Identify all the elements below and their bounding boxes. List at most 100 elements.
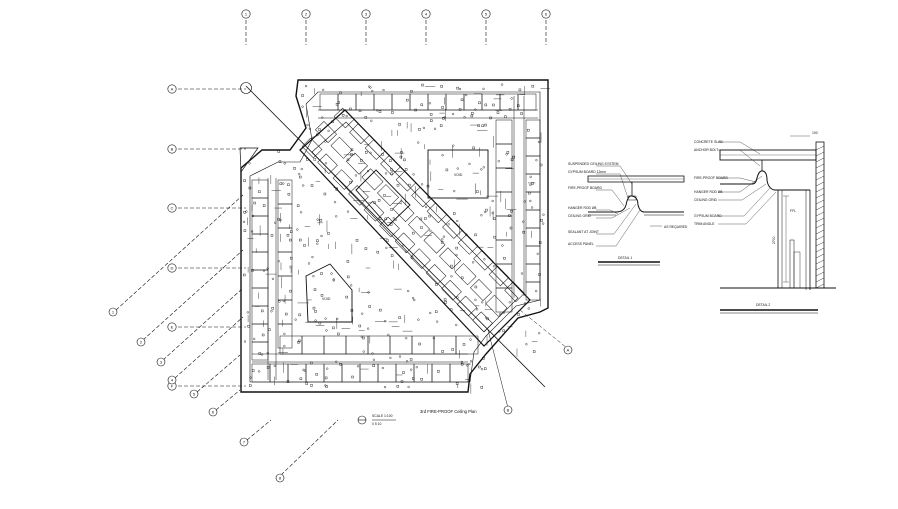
downlight-icon (326, 367, 329, 370)
building-outline (240, 79, 549, 393)
downlight-icon (389, 356, 392, 359)
diagonal-room-cell (392, 200, 415, 222)
downlight-icon (417, 318, 420, 321)
downlight-icon (367, 327, 370, 330)
courtyard-lower (305, 263, 353, 323)
light-fixture-icon (350, 153, 353, 156)
light-fixture-icon (405, 98, 409, 102)
light-fixture-icon (362, 336, 365, 340)
downlight-icon (480, 368, 484, 371)
downlight-icon (510, 97, 513, 100)
downlight-icon (296, 228, 299, 231)
grid-bubble-diagonal-label: 3 (160, 360, 163, 365)
downlight-icon (502, 311, 505, 314)
downlight-icon (376, 109, 379, 112)
light-fixture-icon (439, 124, 443, 127)
room-cell (427, 93, 447, 111)
light-fixture-icon (472, 146, 475, 150)
downlight-icon (248, 162, 251, 165)
light-fixture-icon (404, 168, 408, 171)
downlight-icon (529, 199, 532, 203)
light-fixture-icon (277, 218, 280, 221)
light-fixture-icon (532, 350, 536, 353)
light-fixture-icon (508, 108, 512, 111)
light-fixture-icon (261, 333, 265, 337)
detail2-note: TRIM ANGLE (694, 222, 715, 226)
wall-hatch-line (815, 187, 825, 193)
grid-bubble-left: C (167, 203, 177, 213)
light-fixture-icon (506, 151, 510, 154)
light-fixture-icon (504, 115, 507, 118)
light-fixture-icon (450, 264, 453, 268)
light-fixture-icon (373, 201, 376, 204)
grid-bubble-left-label: C (171, 206, 174, 211)
light-fixture-icon (396, 183, 400, 187)
diagonal-room-cell (504, 281, 525, 303)
downlight-icon (536, 252, 539, 255)
light-fixture-icon (358, 109, 362, 112)
downlight-icon (274, 221, 277, 224)
light-fixture-icon (420, 103, 424, 107)
light-fixture-icon (455, 246, 458, 250)
light-fixture-icon (451, 348, 454, 351)
light-fixture-icon (539, 163, 543, 167)
light-fixture-icon (426, 184, 430, 188)
downlight-icon (350, 284, 353, 287)
light-fixture-icon (365, 151, 368, 154)
downlight-icon (321, 116, 324, 119)
plan-title-block: SCALE 1:100 0 5 10 3rd FIRE-PROOF Ceilin… (357, 409, 477, 426)
detail-1 (587, 165, 685, 266)
downlight-icon (523, 302, 527, 305)
room-cell (499, 93, 519, 111)
downlight-icon (535, 159, 538, 162)
downlight-icon (429, 311, 432, 315)
light-fixture-icon (389, 159, 392, 162)
wall-hatch-line (815, 271, 825, 277)
light-fixture-icon (389, 223, 393, 226)
diagonal-room-cell (457, 234, 479, 255)
light-fixture-icon (390, 172, 393, 176)
light-fixture-icon (287, 193, 291, 196)
diagonal-room-cell (423, 231, 446, 254)
room-cell (373, 93, 393, 111)
light-fixture-icon (337, 332, 340, 336)
light-fixture-icon (305, 382, 308, 385)
downlight-icon (283, 162, 286, 165)
detail1-note: FIRE-PROOF BOARD (568, 186, 602, 190)
light-fixture-icon (320, 272, 323, 275)
room-cell (251, 323, 269, 343)
wall-hatch-line (815, 241, 825, 247)
downlight-icon (246, 311, 249, 314)
light-fixture-icon (449, 308, 453, 311)
light-fixture-icon (289, 265, 293, 269)
downlight-icon (505, 153, 508, 156)
light-fixture-icon (456, 86, 459, 90)
wall-hatch-line (815, 211, 825, 217)
downlight-icon (387, 333, 390, 336)
downlight-icon (522, 220, 525, 223)
room-cell (525, 281, 541, 301)
light-fixture-icon (377, 199, 381, 202)
downlight-icon (382, 88, 385, 92)
diagonal-room-cell (488, 265, 510, 287)
room-cell (413, 363, 433, 383)
light-fixture-icon (414, 108, 417, 112)
room-cell (525, 227, 541, 247)
light-fixture-icon (289, 238, 292, 242)
room-cell (251, 233, 269, 253)
downlight-icon (258, 370, 261, 373)
downlight-icon (466, 364, 469, 367)
wall-hatch-line (815, 175, 825, 181)
light-fixture-icon (299, 238, 302, 242)
light-fixture-icon (316, 133, 319, 137)
downlight-icon (501, 244, 504, 247)
downlight-icon (266, 351, 269, 355)
grid-bubble-left-label: E (171, 325, 174, 330)
downlight-icon (262, 269, 266, 272)
downlight-icon (452, 144, 455, 147)
plan-subtitle: SCALE 1:100 (372, 414, 393, 418)
room-cell (495, 287, 513, 313)
downlight-icon (324, 384, 327, 387)
wall-hatch-line (815, 169, 825, 175)
downlight-icon (345, 114, 348, 118)
